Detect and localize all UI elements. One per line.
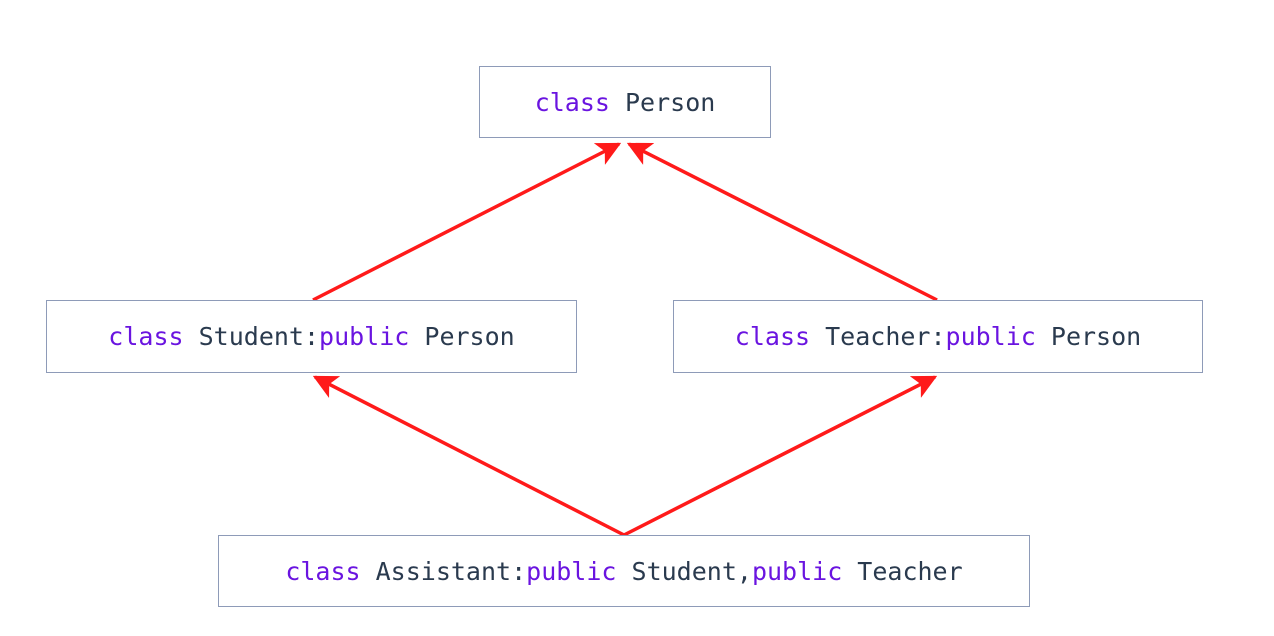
class-name: Student: bbox=[183, 322, 320, 351]
class-assistant-box: class Assistant:public Student,public Te… bbox=[218, 535, 1030, 607]
base-class-name: Student, bbox=[616, 556, 752, 586]
base-class-name: Teacher bbox=[842, 556, 963, 586]
keyword-class: class bbox=[108, 322, 184, 351]
class-person-box: class Person bbox=[479, 66, 771, 138]
arrow-teacher-to-person bbox=[626, 142, 938, 302]
class-teacher-box: class Teacher:public Person bbox=[673, 300, 1203, 373]
class-name: Assistant: bbox=[360, 556, 527, 586]
keyword-public: public bbox=[526, 556, 617, 586]
keyword-public: public bbox=[319, 322, 410, 351]
base-class-name: Person bbox=[409, 322, 515, 351]
keyword-public: public bbox=[751, 556, 843, 586]
base-class-name: Person bbox=[1035, 322, 1142, 351]
class-name: Teacher: bbox=[810, 322, 946, 351]
arrow-assistant-to-student bbox=[312, 375, 625, 537]
keyword-public: public bbox=[945, 322, 1036, 351]
arrow-assistant-to-teacher bbox=[623, 375, 938, 537]
class-name: Person bbox=[609, 87, 716, 117]
keyword-class: class bbox=[534, 87, 610, 117]
class-student-box: class Student:public Person bbox=[46, 300, 577, 373]
keyword-class: class bbox=[734, 322, 811, 351]
arrow-student-to-person bbox=[312, 142, 622, 302]
keyword-class: class bbox=[285, 556, 361, 586]
